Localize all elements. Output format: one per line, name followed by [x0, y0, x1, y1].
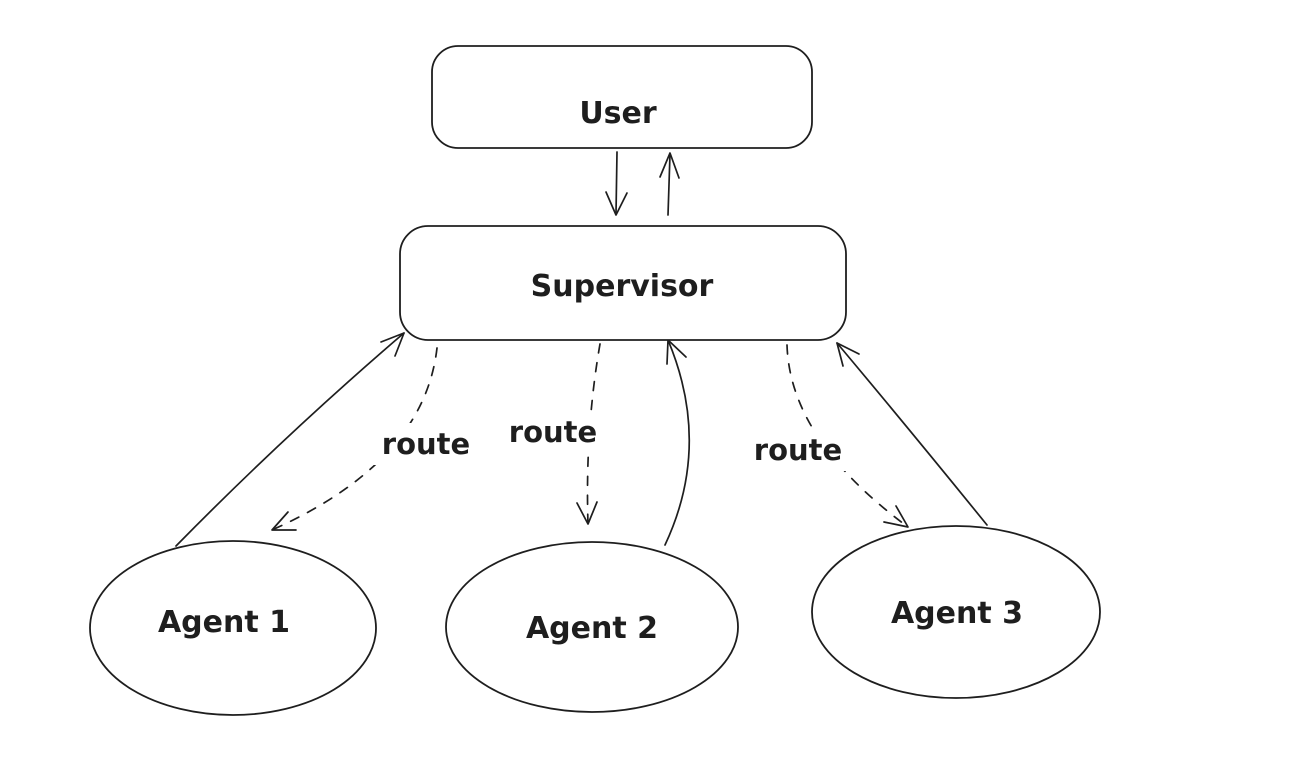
- agent3-label: Agent 3: [891, 596, 1023, 631]
- edge-supervisor-to-user: [659, 152, 680, 216]
- arrowhead-icon: [576, 501, 598, 525]
- edge-line: [836, 342, 988, 526]
- edge-agent1-to-supervisor: [175, 332, 405, 547]
- node-agent1: Agent 1: [89, 540, 377, 716]
- supervisor-label: Supervisor: [531, 269, 714, 304]
- edge-supervisor-to-agent2: [576, 343, 601, 525]
- node-supervisor: Supervisor: [399, 225, 847, 341]
- edge-label-text: route: [509, 415, 597, 449]
- arrowhead-icon: [605, 191, 628, 216]
- edge-agent2-to-supervisor: [664, 339, 691, 546]
- edge-label-text: route: [382, 427, 470, 461]
- user-box: [431, 45, 813, 149]
- arrowhead-icon: [659, 152, 680, 179]
- edge-line: [175, 332, 405, 547]
- agent2-ellipse: [445, 541, 739, 713]
- arrowhead-icon: [883, 505, 909, 528]
- edge-agent3-to-supervisor: [836, 342, 988, 526]
- node-user: User: [431, 45, 813, 149]
- supervisor-box: [399, 225, 847, 341]
- edge-line: [586, 343, 601, 525]
- edge-line: [615, 151, 618, 215]
- node-agent2: Agent 2: [445, 541, 739, 713]
- arrowhead-icon: [380, 332, 405, 357]
- agent3-ellipse: [811, 525, 1101, 699]
- edge-label-route-2: route: [497, 411, 609, 453]
- agent1-ellipse: [89, 540, 377, 716]
- edge-label-text: route: [754, 433, 842, 467]
- agent2-label: Agent 2: [526, 611, 658, 646]
- edge-user-to-supervisor: [605, 151, 628, 216]
- edge-line: [667, 153, 671, 216]
- user-label: User: [579, 96, 657, 131]
- edge-label-bg: [742, 429, 854, 471]
- arrowhead-icon: [836, 342, 860, 367]
- edge-label-bg: [370, 423, 482, 465]
- agent1-label: Agent 1: [158, 605, 290, 640]
- edge-label-route-1: route: [370, 423, 482, 465]
- node-agent3: Agent 3: [811, 525, 1101, 699]
- edge-label-route-3: route: [742, 429, 854, 471]
- arrowhead-icon: [271, 511, 297, 531]
- edge-line: [664, 339, 691, 546]
- edge-label-bg: [497, 411, 609, 453]
